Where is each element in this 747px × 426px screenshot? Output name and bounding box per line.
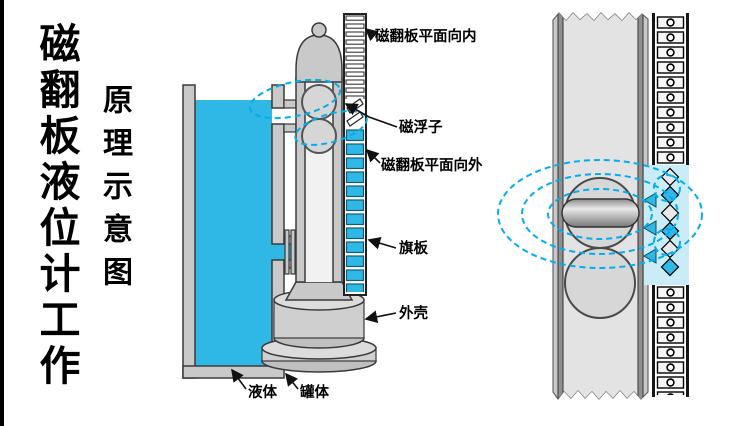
- leader-liquid: [231, 368, 247, 390]
- magnetic-field-lines-detail: [497, 159, 703, 269]
- label-flap-outward: 磁翻板平面向外: [381, 156, 483, 174]
- chamber-base-group: [261, 281, 377, 373]
- rail-flaps-edge-on: [345, 15, 365, 99]
- leader-flag-plate: [367, 237, 397, 250]
- label-tank: 罐体: [299, 383, 329, 401]
- nozzle-liquid-passage: [272, 244, 296, 260]
- detail-float-lower: [564, 247, 636, 319]
- nozzle-flange-plate: [284, 229, 290, 275]
- detail-flap-cells-bottom: [656, 285, 685, 395]
- label-liquid: 液体: [248, 383, 277, 401]
- detail-view-group: [497, 12, 703, 401]
- indicator-rail: [343, 13, 367, 296]
- chamber-vent-nub: [311, 22, 327, 38]
- chamber-neck: [284, 281, 354, 301]
- tank-wall-right-middle: [271, 123, 285, 245]
- sub-title: 原理示意图: [97, 84, 132, 299]
- left-border: [0, 0, 4, 426]
- detail-chamber-wall-left: [557, 13, 564, 399]
- detail-chamber-wall-right: [637, 13, 644, 399]
- magnetic-float-lower-ball: [301, 118, 337, 154]
- tank-liquid-fill: [195, 100, 272, 366]
- leader-flap-outward: [365, 148, 381, 164]
- float-chamber-group: [295, 22, 343, 283]
- leader-float: [344, 103, 398, 128]
- tank-wall-left: [182, 84, 196, 379]
- nozzle-upper: [283, 99, 297, 133]
- rail-flaps-face-out: [345, 128, 365, 292]
- leader-flap-inward: [364, 27, 379, 42]
- magnetic-field-lines-center: [248, 78, 368, 146]
- label-float: 磁浮子: [399, 118, 443, 136]
- leader-tank: [285, 372, 299, 390]
- label-shell: 外壳: [399, 304, 428, 322]
- main-title: 磁翻板液位计工作: [32, 22, 80, 390]
- nozzle-flange-plate: [290, 229, 296, 275]
- detail-flap-cells-top: [656, 15, 685, 165]
- callout-leaders: [231, 27, 398, 390]
- detail-magnet-bar: [561, 198, 640, 228]
- tank-wall-right-upper: [271, 84, 285, 109]
- label-flag-plate: 旗板: [399, 239, 428, 257]
- chamber-dome: [295, 34, 343, 83]
- leader-shell: [364, 310, 397, 324]
- detail-flap-column: [643, 13, 689, 397]
- label-flap-inward: 磁翻板平面向内: [375, 27, 477, 45]
